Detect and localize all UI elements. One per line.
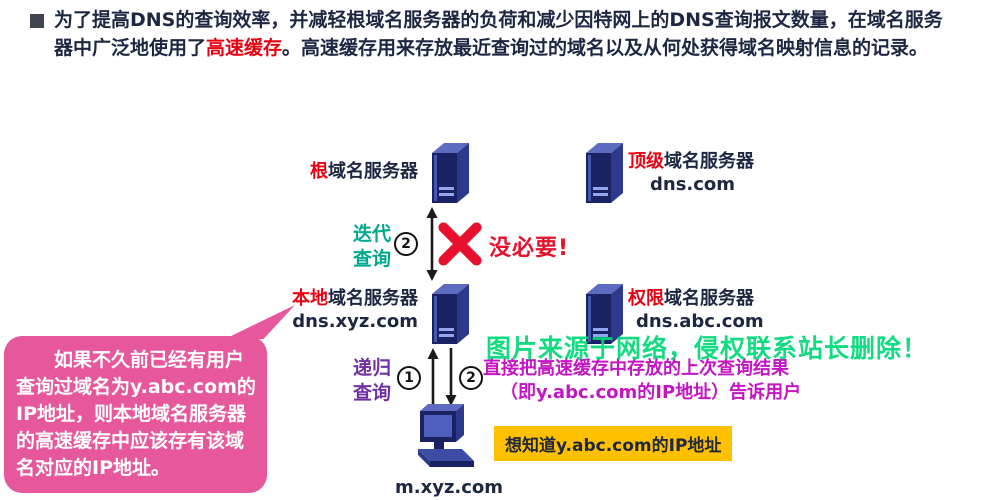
iterative-double-arrow	[424, 207, 440, 285]
recursive-query-line2: 查询	[352, 382, 391, 404]
intro-paragraph: 为了提高DNS的查询效率，并减轻根域名服务器的负荷和减少因特网上的DNS查询报文…	[54, 6, 957, 62]
auth-server-label: 权限域名服务器 dns.abc.com	[628, 287, 764, 333]
local-server-prefix: 本地	[292, 288, 328, 309]
intro-text-after: 。高速缓存用来存放最近查询过的域名以及从何处获得域名映射信息的记录。	[282, 37, 929, 59]
cache-hint-callout: 如果不久前已经有用户查询过域名为y.abc.com的IP地址，则本地域名服务器的…	[4, 336, 267, 493]
host-computer-icon	[406, 401, 478, 479]
cache-answer-text: 直接把高速缓存中存放的上次查询结果 （即y.abc.com的IP地址）告诉用户	[483, 357, 801, 405]
square-bullet-icon	[30, 14, 44, 28]
iterative-query-line1: 迭代	[352, 223, 391, 245]
query-up-arrow	[426, 348, 440, 410]
cache-answer-line2: （即y.abc.com的IP地址）告诉用户	[500, 382, 802, 403]
red-cross-icon	[437, 221, 483, 271]
auth-server-domain: dns.abc.com	[636, 311, 764, 332]
intro-highlight: 高速缓存	[206, 37, 283, 59]
tld-server-icon	[578, 142, 624, 208]
tld-server-name: 域名服务器	[664, 151, 754, 172]
recursive-query-label: 递归 查询	[348, 356, 396, 406]
local-server-icon	[424, 283, 470, 349]
local-server-domain: dns.xyz.com	[292, 311, 418, 332]
tld-server-label: 顶级域名服务器 dns.com	[628, 150, 754, 196]
local-server-name: 域名服务器	[328, 288, 418, 309]
iterative-query-line2: 查询	[352, 248, 391, 270]
root-server-icon	[424, 142, 470, 208]
auth-server-name: 域名服务器	[664, 288, 754, 309]
intro-block: 为了提高DNS的查询效率，并减轻根域名服务器的负荷和减少因特网上的DNS查询报文…	[30, 6, 957, 62]
answer-down-arrow	[444, 348, 458, 410]
step-2-lower-badge: 2	[459, 366, 483, 390]
iterative-query-label: 迭代 查询	[348, 222, 396, 272]
no-need-label: 没必要!	[489, 236, 570, 261]
watermark-text: 图片来源于网络，侵权联系站长删除！	[486, 334, 929, 363]
step-2-upper-badge: 2	[394, 232, 418, 256]
tld-server-prefix: 顶级	[628, 151, 664, 172]
root-server-label: 根域名服务器	[238, 160, 418, 183]
local-server-label: 本地域名服务器 dns.xyz.com	[238, 287, 418, 333]
step-1-badge: 1	[397, 366, 421, 390]
tld-server-domain: dns.com	[650, 174, 736, 195]
auth-server-icon	[578, 283, 624, 349]
root-server-name: 域名服务器	[328, 161, 418, 182]
intro-text-before: 为了提高DNS的查询效率，并减轻根域名服务器的负荷和减少因特网上的DNS查询报文…	[54, 9, 943, 59]
query-request-box: 想知道y.abc.com的IP地址	[494, 426, 733, 461]
root-server-prefix: 根	[310, 161, 328, 182]
auth-server-prefix: 权限	[628, 288, 664, 309]
cache-answer-line1: 直接把高速缓存中存放的上次查询结果	[483, 358, 789, 379]
host-domain-label: m.xyz.com	[395, 477, 504, 498]
cache-hint-text: 如果不久前已经有用户查询过域名为y.abc.com的IP地址，则本地域名服务器的…	[16, 349, 256, 479]
recursive-query-line1: 递归	[352, 357, 391, 379]
